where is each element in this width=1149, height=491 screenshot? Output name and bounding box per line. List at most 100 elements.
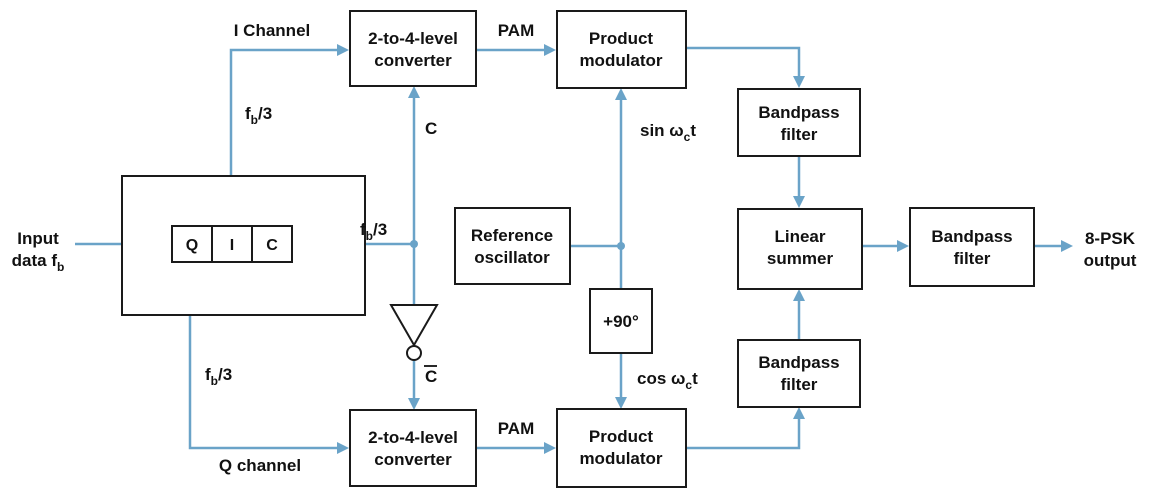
- arrow-q-channel: [337, 442, 349, 454]
- arrow-i-channel: [337, 44, 349, 56]
- rate-c-div: /3: [373, 220, 387, 239]
- block-bandpass-bottom: Bandpass filter: [737, 339, 861, 408]
- wire-mod-top-out: [686, 46, 801, 77]
- junction-osc: [617, 242, 625, 250]
- signal-wires: [75, 44, 1073, 454]
- rate-c-f: f: [360, 220, 366, 239]
- q-channel-label: Q channel: [219, 456, 301, 475]
- wire-i-channel: [229, 48, 338, 226]
- converter-i-box: [349, 10, 477, 87]
- linear-summer-box: [737, 208, 863, 290]
- product-mod-i-line1: Product: [589, 29, 654, 48]
- rate-q-div: /3: [218, 365, 232, 384]
- arrow-pam-bottom: [544, 442, 556, 454]
- block-product-modulator-q: Product modulator: [556, 408, 687, 488]
- c-label: C: [425, 119, 437, 138]
- register-label-c: C: [266, 237, 278, 254]
- converter-i-line2: converter: [374, 51, 452, 70]
- bandpass-bottom-box: [737, 339, 861, 408]
- pam-bottom-label: PAM: [498, 419, 535, 438]
- rate-i-sub: b: [251, 113, 258, 127]
- register-label-q: Q: [186, 237, 198, 254]
- inverter: [389, 304, 439, 361]
- block-converter-i: 2-to-4-level converter: [349, 10, 477, 87]
- product-mod-q-line1: Product: [589, 427, 654, 446]
- arrow-bpf-top: [793, 76, 805, 88]
- block-phase-shift: +90°: [589, 288, 653, 354]
- junction-c: [410, 240, 418, 248]
- input-label-line1: Input: [17, 229, 59, 248]
- arrow-summer-top: [793, 196, 805, 208]
- input-label-text: data f: [12, 251, 58, 270]
- bandpass-bottom-line1: Bandpass: [758, 353, 839, 372]
- block-bandpass-output: Bandpass filter: [909, 207, 1035, 287]
- block-reference-oscillator: Reference oscillator: [454, 207, 571, 285]
- signal-labels: Input data fb 8-PSK output I Channel Q c…: [12, 21, 1137, 475]
- rate-q-f: f: [205, 365, 211, 384]
- bandpass-top-line2: filter: [781, 125, 818, 144]
- bandpass-top-line1: Bandpass: [758, 103, 839, 122]
- arrow-pam-top: [544, 44, 556, 56]
- arrow-bpf-output: [897, 240, 909, 252]
- product-mod-q-box: [556, 408, 687, 488]
- bandpass-output-box: [909, 207, 1035, 287]
- register-cell-c: [251, 225, 293, 263]
- bandpass-top-box: [737, 88, 861, 157]
- sin-label: sin ωct: [640, 121, 696, 144]
- rate-c-label: fb/3: [360, 220, 387, 243]
- rate-c-sub: b: [366, 229, 373, 243]
- product-mod-q-line2: modulator: [579, 449, 662, 468]
- bandpass-bottom-line2: filter: [781, 375, 818, 394]
- rate-q-label: fb/3: [205, 365, 232, 388]
- cos-label: cos ωct: [637, 369, 698, 392]
- output-label-line2: output: [1084, 251, 1137, 270]
- arrow-cos: [615, 397, 627, 409]
- converter-q-line1: 2-to-4-level: [368, 428, 458, 447]
- product-mod-i-line2: modulator: [579, 51, 662, 70]
- reference-osc-line1: Reference: [471, 226, 553, 245]
- sin-label-t: t: [690, 121, 696, 140]
- output-label-line1: 8-PSK: [1085, 229, 1136, 248]
- block-linear-summer: Linear summer: [737, 208, 863, 290]
- reference-osc-box: [454, 207, 571, 285]
- linear-summer-line2: summer: [767, 249, 834, 268]
- sin-label-sub: c: [684, 130, 691, 144]
- converter-q-line2: converter: [374, 450, 452, 469]
- cos-label-t: t: [692, 369, 698, 388]
- reference-osc-line2: oscillator: [474, 248, 550, 267]
- cos-label-text: cos ω: [637, 369, 685, 388]
- block-bandpass-top: Bandpass filter: [737, 88, 861, 157]
- converter-q-box: [349, 409, 477, 487]
- register-label-i: I: [230, 237, 234, 254]
- input-label-line2: data fb: [12, 251, 65, 274]
- pam-top-label: PAM: [498, 21, 535, 40]
- block-product-modulator-i: Product modulator: [556, 10, 687, 89]
- cos-label-sub: c: [685, 378, 692, 392]
- block-converter-q: 2-to-4-level converter: [349, 409, 477, 487]
- arrow-output: [1061, 240, 1073, 252]
- wire-q-channel: [188, 262, 338, 450]
- arrow-sin: [615, 88, 627, 100]
- arrow-summer-bottom: [793, 289, 805, 301]
- arrow-c-up: [408, 86, 420, 98]
- inverter-bubble: [406, 345, 422, 361]
- converter-i-line1: 2-to-4-level: [368, 29, 458, 48]
- rate-i-label: fb/3: [245, 104, 272, 127]
- phase-shift-label: +90°: [603, 312, 639, 331]
- arrow-bpf-bottom: [793, 407, 805, 419]
- i-channel-label: I Channel: [234, 21, 311, 40]
- c-bar-label: C: [425, 367, 437, 386]
- arrow-cbar: [408, 398, 420, 410]
- inverter-triangle: [389, 304, 439, 348]
- product-mod-i-box: [556, 10, 687, 89]
- wire-mod-bottom-out: [686, 418, 801, 450]
- rate-i-f: f: [245, 104, 251, 123]
- sin-label-text: sin ω: [640, 121, 684, 140]
- bandpass-output-line2: filter: [954, 249, 991, 268]
- phase-shift-box: [589, 288, 653, 354]
- rate-i-div: /3: [258, 104, 272, 123]
- bandpass-output-line1: Bandpass: [931, 227, 1012, 246]
- rate-q-sub: b: [211, 374, 218, 388]
- linear-summer-line1: Linear: [774, 227, 825, 246]
